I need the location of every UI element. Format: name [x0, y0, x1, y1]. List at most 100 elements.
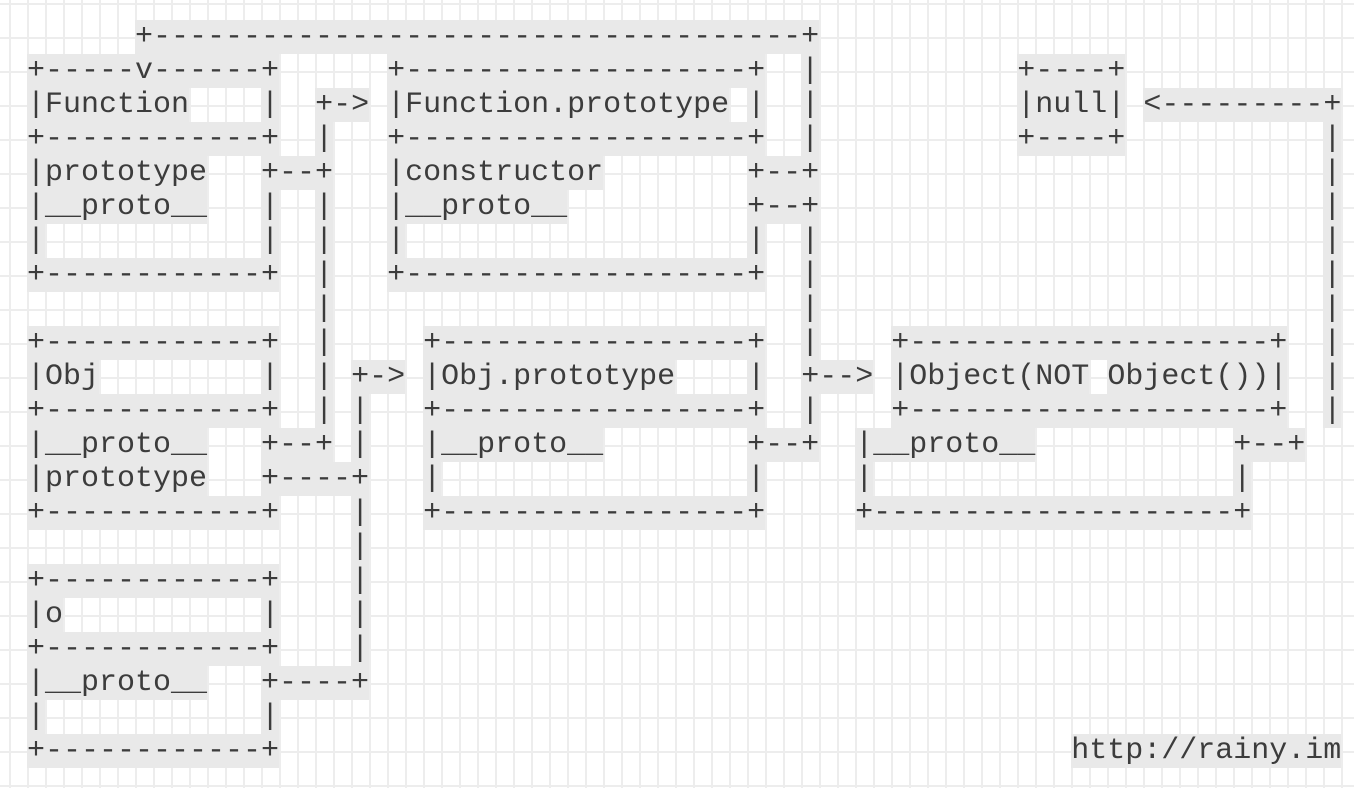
- ascii-run: |: [351, 564, 370, 598]
- ascii-row: +------------+ |: [27, 564, 1341, 598]
- ascii-run: |: [315, 360, 334, 394]
- ascii-run: +----+: [261, 666, 370, 700]
- ascii-row: |Function | +-> |Function.prototype | | …: [27, 88, 1342, 122]
- ascii-run: |: [351, 428, 370, 462]
- ascii-run: +->: [315, 88, 370, 122]
- ascii-run: +------------+: [27, 564, 280, 598]
- watermark-text: http://rainy.im: [1071, 734, 1342, 768]
- ascii-run: +------------+: [27, 326, 280, 360]
- ascii-row: +------------+ |: [27, 632, 1341, 666]
- ascii-run: |__proto__: [855, 428, 1036, 462]
- ascii-run: |null|: [1017, 88, 1126, 122]
- ascii-run: +----+: [1017, 122, 1126, 156]
- ascii-run: |: [261, 700, 280, 734]
- ascii-run: +------------+: [27, 394, 280, 428]
- ascii-run: |: [351, 598, 370, 632]
- ascii-run: |: [423, 462, 442, 496]
- ascii-run: |: [801, 394, 820, 428]
- ascii-run: |: [747, 360, 766, 394]
- ascii-run: +--+: [1233, 428, 1306, 462]
- ascii-run: |: [261, 190, 280, 224]
- ascii-run: +-->: [801, 360, 874, 394]
- ascii-run: |: [387, 224, 406, 258]
- ascii-row: |prototype +----+ | | | |: [27, 462, 1341, 496]
- ascii-run: +->: [351, 360, 406, 394]
- ascii-run: |Obj.prototype: [423, 360, 676, 394]
- ascii-run: |Function: [27, 88, 190, 122]
- ascii-row: |prototype +--+ |constructor +--+ |: [27, 156, 1342, 190]
- ascii-row: +------------+ | +-----------------+ | +…: [27, 326, 1342, 360]
- ascii-run: +--+: [747, 156, 820, 190]
- ascii-run: |: [315, 326, 334, 360]
- ascii-run: +----+: [1017, 54, 1126, 88]
- ascii-row: +------------+ http://rainy.im: [27, 734, 1342, 768]
- ascii-row: | |: [27, 700, 1341, 734]
- ascii-row: |: [27, 530, 1341, 564]
- ascii-run: |: [1323, 360, 1342, 394]
- ascii-run: |: [27, 700, 46, 734]
- ascii-row: +------------+ | +-------------------+ |…: [27, 258, 1342, 292]
- ascii-run: |: [801, 258, 820, 292]
- ascii-row: |__proto__ +--+ | |__proto__ +--+ |__pro…: [27, 428, 1341, 462]
- ascii-run: +--------------------+: [891, 394, 1288, 428]
- ascii-run: +--+: [747, 428, 820, 462]
- ascii-row: +------------+ | +-----------------+ +--…: [27, 496, 1341, 530]
- ascii-run: |: [1323, 224, 1342, 258]
- ascii-run: +--+: [261, 428, 334, 462]
- ascii-run: |prototype: [27, 156, 208, 190]
- ascii-run: |: [315, 224, 334, 258]
- ascii-row: |__proto__ +----+: [27, 666, 1341, 700]
- ascii-run: Object())|: [1107, 360, 1288, 394]
- ascii-run: +----+: [261, 462, 370, 496]
- ascii-run: +-----------------+: [423, 496, 766, 530]
- ascii-run: |: [747, 224, 766, 258]
- ascii-run: |__proto__: [27, 666, 208, 700]
- ascii-diagram: +------------------------------------++-…: [27, 20, 1342, 768]
- ascii-run: +------------+: [27, 258, 280, 292]
- ascii-run: |: [1323, 122, 1342, 156]
- ascii-run: +-------------------+: [387, 54, 766, 88]
- ascii-run: |: [261, 360, 280, 394]
- ascii-run: |: [1323, 190, 1342, 224]
- ascii-run: |: [351, 496, 370, 530]
- ascii-run: |: [261, 88, 280, 122]
- ascii-row: +------------+ | | +-----------------+ |…: [27, 394, 1342, 428]
- ascii-run: |: [261, 224, 280, 258]
- ascii-run: |: [801, 292, 820, 326]
- ascii-run: +------------+: [27, 632, 280, 666]
- ascii-run: |: [315, 292, 334, 326]
- ascii-run: |Obj: [27, 360, 100, 394]
- ascii-row: | | |: [27, 292, 1342, 326]
- ascii-row: |__proto__ | | |__proto__ +--+ |: [27, 190, 1342, 224]
- ascii-run: |Function.prototype: [387, 88, 730, 122]
- ascii-run: |: [351, 394, 370, 428]
- ascii-run: |: [801, 54, 820, 88]
- ascii-run: +------------+: [27, 734, 280, 768]
- ascii-run: +-----------------+: [423, 326, 766, 360]
- ascii-run: |__proto__: [423, 428, 604, 462]
- ascii-row: |o | |: [27, 598, 1341, 632]
- ascii-run: |: [27, 224, 46, 258]
- ascii-run: |: [1323, 156, 1342, 190]
- ascii-run: |Object(NOT: [891, 360, 1090, 394]
- ascii-run: |: [801, 224, 820, 258]
- ascii-row: +-----v------+ +-------------------+ | +…: [27, 54, 1341, 88]
- ascii-run: |: [855, 462, 874, 496]
- ascii-run: |__proto__: [387, 190, 568, 224]
- ascii-run: +------------+: [27, 122, 280, 156]
- ascii-run: |: [315, 394, 334, 428]
- ascii-run: |: [747, 88, 766, 122]
- ascii-run: |: [801, 326, 820, 360]
- ascii-run: |: [801, 88, 820, 122]
- ascii-run: |constructor: [387, 156, 604, 190]
- ascii-run: |: [315, 258, 334, 292]
- ascii-run: |o: [27, 598, 64, 632]
- ascii-run: |: [315, 122, 334, 156]
- ascii-run: |__proto__: [27, 428, 208, 462]
- ascii-run: <---------+: [1143, 88, 1342, 122]
- ascii-run: +--------------------+: [891, 326, 1288, 360]
- ascii-run: +--+: [747, 190, 820, 224]
- ascii-run: +------------------------------------+: [135, 20, 820, 54]
- ascii-run: |: [1323, 326, 1342, 360]
